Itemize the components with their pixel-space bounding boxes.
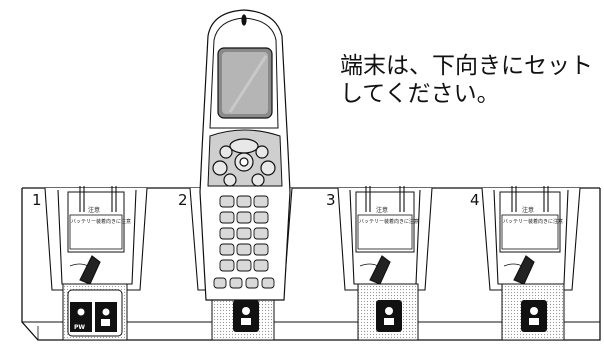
slot-3-indicator-panel [357,283,419,341]
slot-3 [337,186,433,291]
instruction-line-2: してください。 [340,81,500,107]
slot-1-warning-heading: バッテリー装着向きに注意 [71,218,131,225]
slot-1-indicator-panel [62,283,128,341]
slot-4 [481,186,581,291]
slot-2-number: 2 [178,191,188,209]
handset [199,9,291,301]
slot-3-number: 3 [326,191,336,209]
slot-4-number: 4 [470,191,480,209]
slot-1-warning-title: 注意 [88,206,100,214]
slot-3-warning-title: 注意 [376,206,388,214]
slot-3-warning-heading: バッテリー装着向きに注意 [359,218,419,225]
slot-4-indicator-panel [501,283,565,341]
slot-1 [44,186,148,291]
slot-1-number: 1 [32,191,42,209]
slot-4-warning-heading: バッテリー装着向きに注意 [503,218,563,225]
slot-1-led-pw-label: PW [74,324,85,331]
slot-4-warning-title: 注意 [522,206,534,214]
instruction-text: 端末は、下向きにセット してください。 [340,52,602,108]
instruction-line-1: 端末は、下向きにセット [340,53,593,79]
